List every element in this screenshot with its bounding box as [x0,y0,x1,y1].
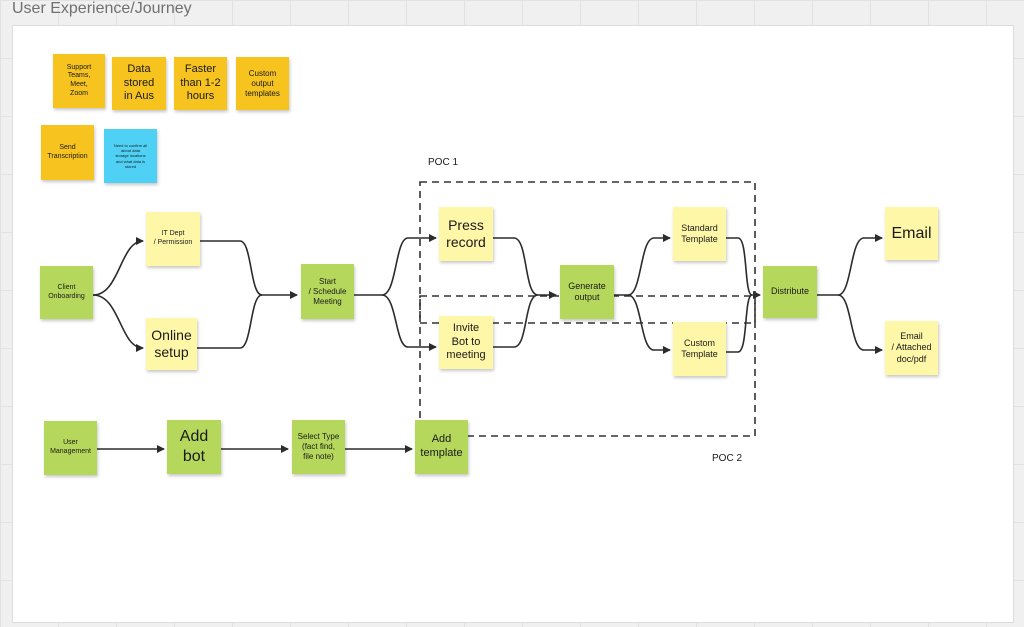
connector-invite-generate [493,294,539,348]
note-faster[interactable]: Faster than 1-2 hours [174,57,227,110]
note-email-attached[interactable]: Email / Attached doc/pdf [885,321,938,375]
note-distribute[interactable]: Distribute [763,266,817,318]
note-data-locations[interactable]: Need to confirm all about data storage l… [104,129,157,183]
connector-onboarding-online [92,294,144,352]
note-send-transcription[interactable]: Send Transcription [41,125,94,180]
connector-start-record [354,234,437,296]
note-client-onboarding[interactable]: Client Onboarding [40,266,93,319]
note-email[interactable]: Email [885,207,938,260]
note-custom-template[interactable]: Custom Template [673,322,726,376]
note-support-teams[interactable]: Support Teams, Meet, Zoom [53,54,105,108]
connector-it-start [200,240,298,299]
connector-start-invite [381,294,437,351]
note-select-type[interactable]: Select Type (fact find, file note) [292,420,345,474]
connector-custom-distribute [726,294,753,353]
note-invite-bot[interactable]: Invite Bot to meeting [439,316,493,369]
poc1-label: POC 1 [428,157,459,168]
poc2-boundary [419,295,756,437]
note-custom-output[interactable]: Custom output templates [236,57,289,110]
connector-record-generate [493,237,557,299]
board-title: User Experience/Journey [12,0,192,17]
note-generate-output[interactable]: Generate output [560,265,614,319]
poc1-boundary [419,181,756,324]
note-add-bot[interactable]: Add bot [167,420,221,474]
connector-online-start [197,294,263,349]
note-it-dept[interactable]: IT Dept / Permission [146,212,200,266]
connector-generate-standard [614,234,671,296]
note-start-schedule[interactable]: Start / Schedule Meeting [301,264,354,319]
note-data-stored[interactable]: Data stored in Aus [112,57,166,110]
note-standard-template[interactable]: Standard Template [673,207,726,261]
connector-onboarding-it [92,237,144,296]
note-user-management[interactable]: User Management [44,421,97,475]
note-add-template[interactable]: Add template [415,420,468,474]
note-press-record[interactable]: Press record [439,207,493,261]
connector-distribute-attached [837,294,883,354]
poc2-label: POC 2 [712,453,743,464]
connector-distribute-email [817,234,883,296]
connector-generate-custom [627,294,671,354]
note-online-setup[interactable]: Online setup [146,318,197,370]
